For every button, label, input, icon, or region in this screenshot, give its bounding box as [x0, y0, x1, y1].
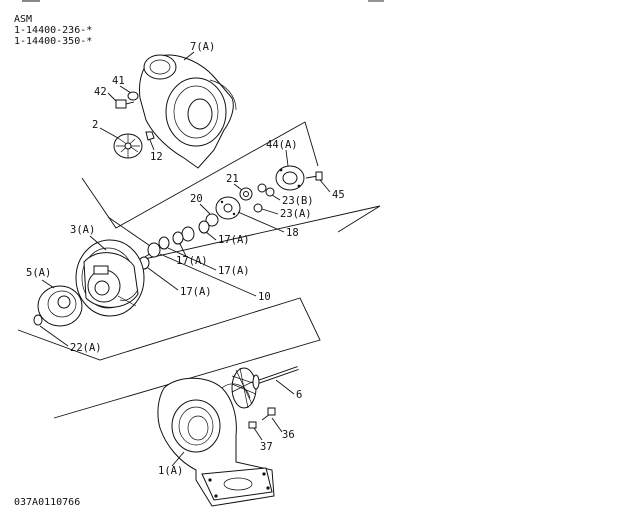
group-frame-upper	[81, 121, 319, 229]
seal-ring-22	[33, 314, 43, 326]
assembly-title: ASM	[14, 14, 32, 25]
callout-20: 20	[190, 193, 203, 205]
leader-44	[285, 149, 289, 167]
leader-17-2	[179, 243, 187, 257]
callout-44: 44(A)	[266, 139, 298, 151]
leader-18	[237, 211, 285, 233]
turbine-housing	[157, 377, 275, 507]
leader-23b	[271, 194, 281, 201]
leader-20	[199, 203, 211, 215]
leader-1	[171, 451, 185, 467]
leader-10	[159, 253, 257, 297]
lock-plate-37	[248, 421, 257, 429]
leader-5	[41, 279, 55, 289]
callout-2: 2	[92, 119, 98, 131]
group-frame-lower	[17, 297, 321, 419]
seal-plate-44	[275, 165, 305, 191]
leader-41	[119, 85, 132, 94]
leader-45	[319, 179, 331, 193]
leader-12	[149, 139, 155, 151]
callout-5: 5(A)	[26, 267, 51, 279]
leader-42	[107, 92, 117, 102]
callout-10: 10	[258, 291, 271, 303]
journal-bearing-1	[181, 226, 195, 242]
callout-37: 37	[260, 441, 273, 453]
washer-41	[127, 91, 139, 101]
leader-21	[233, 183, 243, 191]
leader-7	[183, 51, 195, 61]
snap-ring-17-3	[158, 236, 170, 250]
sleeve-20	[205, 213, 219, 227]
callout-41: 41	[112, 75, 125, 87]
callout-6: 6	[296, 389, 302, 401]
callout-7: 7(A)	[190, 41, 215, 53]
compressor-housing	[139, 54, 237, 169]
bolt-42	[115, 99, 135, 109]
part-number-2: 1-14400-350-*	[14, 36, 92, 47]
leader-36	[271, 417, 283, 433]
ring-23b-2	[265, 187, 275, 197]
part-number-1: 1-14400-236-*	[14, 25, 92, 36]
thrust-bearing-18	[215, 196, 241, 220]
callout-22: 22(A)	[70, 342, 102, 354]
leader-37	[253, 427, 263, 441]
turbine-shroud	[37, 285, 83, 327]
ring-23a	[253, 203, 263, 213]
callout-17-3: 17(A)	[218, 265, 250, 277]
callout-21: 21	[226, 173, 239, 185]
drawing-code: 037A0110766	[14, 497, 80, 508]
callout-1: 1(A)	[158, 465, 183, 477]
callout-17-4: 17(A)	[180, 286, 212, 298]
callout-3: 3(A)	[70, 224, 95, 236]
callout-17-2: 17(A)	[176, 255, 208, 267]
thrust-collar-21	[239, 187, 253, 201]
leader-3	[89, 235, 107, 251]
leader-17-4	[147, 267, 179, 291]
callout-42: 42	[94, 86, 107, 98]
leader-2	[99, 127, 119, 139]
callout-36: 36	[282, 429, 295, 441]
callout-45: 45	[332, 189, 345, 201]
leader-22	[39, 325, 69, 347]
leader-23a	[261, 208, 279, 215]
callout-23b: 23(B)	[282, 195, 314, 207]
leader-6	[275, 379, 295, 395]
bolt-36	[261, 407, 276, 421]
callout-17-1: 17(A)	[218, 234, 250, 246]
snap-ring-17-1	[198, 220, 210, 234]
center-housing	[75, 239, 145, 317]
snap-ring-17-2	[172, 231, 184, 245]
callout-18: 18	[286, 227, 299, 239]
leader-17-1	[205, 231, 217, 241]
nut-12	[145, 131, 155, 141]
screw-45	[305, 171, 323, 181]
turbine-wheel-shaft	[231, 366, 299, 409]
callout-12: 12	[150, 151, 163, 163]
leader-17-3	[167, 247, 217, 271]
compressor-wheel	[113, 133, 143, 159]
ring-23b-1	[257, 183, 267, 193]
journal-bearing-2	[147, 242, 161, 258]
callout-23a: 23(A)	[280, 208, 312, 220]
